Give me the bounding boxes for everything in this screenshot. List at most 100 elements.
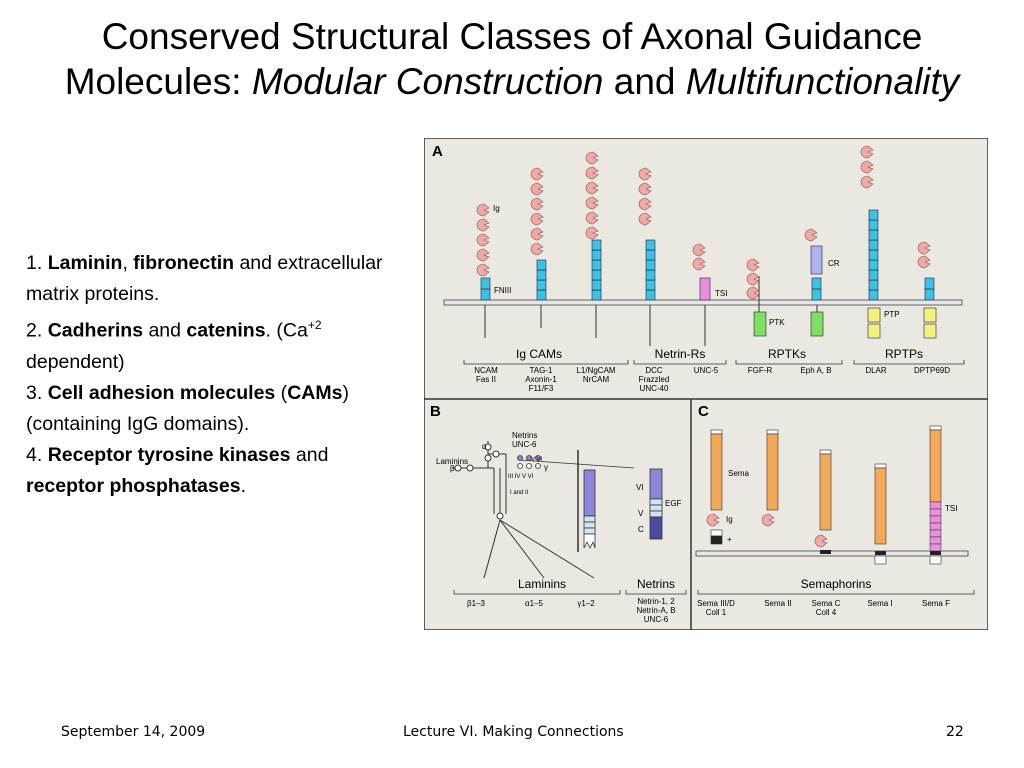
laminin-chain-bar bbox=[583, 469, 596, 549]
gamma-label: γ bbox=[544, 463, 548, 472]
member-name: Sema II bbox=[764, 599, 792, 608]
bullet-term: Laminin bbox=[47, 252, 123, 274]
ig-domain bbox=[860, 175, 874, 189]
domain-box bbox=[591, 249, 602, 261]
netrin-bar bbox=[649, 468, 663, 540]
ig-domain bbox=[860, 160, 874, 174]
sema-cap bbox=[819, 449, 832, 455]
member-name: γ1–2 bbox=[577, 599, 595, 608]
domain-box bbox=[868, 259, 879, 271]
tsi-repeat bbox=[929, 543, 942, 552]
ig-domain bbox=[692, 243, 706, 257]
panel-a-members: NCAM Fas II TAG-1 Axonin-1 F11/F3 L1/NgC… bbox=[474, 366, 950, 393]
ig-label: Ig bbox=[493, 204, 500, 213]
ig-domain bbox=[638, 167, 652, 181]
ig-domain bbox=[585, 181, 599, 195]
tsi-repeat bbox=[929, 508, 942, 517]
panel-b-laminin-diagram bbox=[452, 441, 635, 579]
domain-box bbox=[480, 288, 491, 301]
figure-background bbox=[424, 138, 988, 630]
bullet-term: Cell adhesion molecules bbox=[47, 381, 276, 404]
member-name: FGF-R bbox=[748, 366, 773, 375]
phosphatase-domain bbox=[923, 307, 937, 323]
bullet-text: and extracellular matrix proteins. bbox=[26, 252, 383, 305]
ig-domain bbox=[585, 211, 599, 225]
ig-domain bbox=[476, 218, 490, 232]
bullet-term: fibronectin bbox=[133, 252, 235, 274]
sema-domain bbox=[929, 429, 942, 503]
domain-box bbox=[591, 269, 602, 281]
basic-domain bbox=[710, 535, 723, 545]
domain-box bbox=[536, 259, 547, 271]
ptk-label: PTK bbox=[769, 318, 785, 327]
domain-box bbox=[645, 259, 656, 271]
domain-box bbox=[868, 269, 879, 281]
i-and-ii-label: I and II bbox=[510, 490, 529, 496]
member-name: UNC-6 bbox=[644, 615, 669, 624]
vi-label: VI bbox=[636, 483, 644, 492]
bullet-number: 4. bbox=[26, 443, 48, 466]
bullet-item: 3. Cell adhesion molecules (CAMs) (conta… bbox=[26, 378, 386, 440]
sema-domain bbox=[874, 467, 887, 545]
member-name: NrCAM bbox=[583, 375, 610, 384]
member-name: Sema III/D bbox=[697, 599, 735, 608]
footer-date: September 14, 2009 bbox=[61, 724, 206, 740]
tsi-label: TSI bbox=[715, 289, 727, 298]
c-label: C bbox=[638, 525, 644, 534]
v-label: V bbox=[638, 509, 644, 518]
member-name: α1–5 bbox=[525, 599, 544, 608]
member-name: Sema C bbox=[812, 599, 841, 608]
bullet-superscript: +2 bbox=[307, 318, 322, 332]
panel-a-legend: Ig CAMs Netrin-Rs RPTKs RPTPs bbox=[516, 347, 923, 361]
bullet-item: 4. Receptor tyrosine kinases and recepto… bbox=[26, 440, 386, 502]
ig-domain bbox=[638, 212, 652, 226]
bullet-term: Cadherins bbox=[47, 319, 144, 342]
cr-domain bbox=[810, 245, 823, 275]
member-name: DLAR bbox=[865, 366, 887, 375]
domain-box bbox=[645, 239, 656, 251]
panel-label-b: B bbox=[430, 403, 441, 420]
cytoplasmic-tail bbox=[874, 555, 887, 565]
netrins-label: Netrins bbox=[512, 431, 537, 440]
member-name: L1/NgCAM bbox=[576, 366, 615, 375]
domain-box bbox=[811, 288, 822, 301]
netrin-domain-key bbox=[517, 455, 541, 469]
ig-domain bbox=[585, 196, 599, 210]
title-emphasis: Multifunctionality bbox=[685, 61, 960, 102]
domain-box bbox=[536, 269, 547, 281]
title-text: and bbox=[603, 61, 686, 102]
bullet-text: dependent) bbox=[26, 350, 125, 373]
member-name: Coll 4 bbox=[816, 608, 837, 617]
tsi-repeat bbox=[929, 515, 942, 524]
sema-cap bbox=[710, 429, 723, 435]
panel-c-members: Sema III/D Coll 1 Sema II Sema C Coll 4 … bbox=[697, 599, 950, 617]
domain-box bbox=[480, 277, 491, 290]
ig-domain bbox=[638, 197, 652, 211]
ig-domain bbox=[638, 182, 652, 196]
ig-domain bbox=[476, 233, 490, 247]
group-label-rptps: RPTPs bbox=[885, 347, 923, 361]
ig-domain bbox=[585, 151, 599, 165]
bullet-text: and bbox=[143, 319, 187, 342]
group-label-laminins: Laminins bbox=[518, 577, 566, 591]
alpha-label: α bbox=[482, 442, 487, 451]
member-name: Sema I bbox=[867, 599, 892, 608]
title-emphasis: Modular Construction bbox=[251, 61, 604, 102]
bullet-item: 2. Cadherins and catenins. (Ca+2 depende… bbox=[26, 310, 386, 378]
ig-domain bbox=[917, 241, 931, 255]
group-label-igcams: Ig CAMs bbox=[516, 347, 562, 361]
domain-box bbox=[868, 209, 879, 221]
ig-domain bbox=[746, 286, 760, 300]
tsi-repeat bbox=[929, 501, 942, 510]
domain-box bbox=[868, 219, 879, 231]
membrane-a bbox=[443, 299, 963, 306]
domain-box bbox=[924, 288, 935, 301]
panel-c-bracket bbox=[697, 590, 975, 595]
bullet-text: . bbox=[240, 474, 246, 497]
ig-domain bbox=[476, 248, 490, 262]
tsi-domain bbox=[699, 277, 711, 301]
panel-c-molecules bbox=[706, 425, 942, 565]
domain-box bbox=[868, 289, 879, 301]
ig-domain bbox=[761, 513, 775, 527]
member-name: F11/F3 bbox=[529, 384, 554, 393]
